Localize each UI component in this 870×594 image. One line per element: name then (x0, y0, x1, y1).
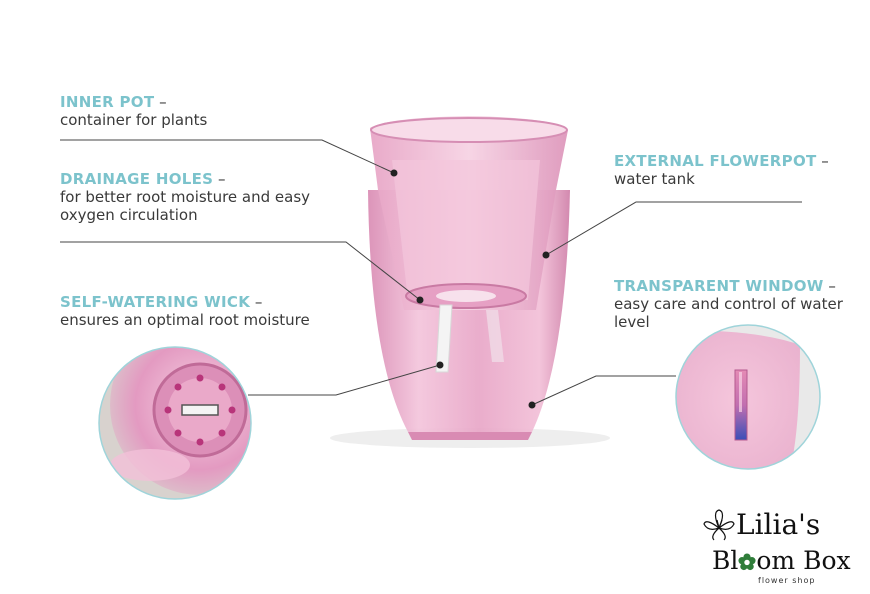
leader-window (532, 376, 676, 405)
label-wick-dash: – (250, 293, 262, 311)
leader-drainage (60, 242, 420, 300)
label-window-desc: easy care and control of water level (614, 295, 844, 331)
label-drainage-desc: for better root moisture and easy oxygen… (60, 188, 330, 224)
label-inner-pot: INNER POT – container for plants (60, 93, 207, 129)
pot-interior (392, 160, 540, 300)
label-external-flowerpot: EXTERNAL FLOWERPOT – water tank (614, 152, 829, 188)
label-self-watering-wick: SELF-WATERING WICK – ensures an optimal … (60, 293, 310, 329)
window-zoom-inset (670, 320, 830, 480)
label-external-desc: water tank (614, 170, 829, 188)
label-inner-pot-desc: container for plants (60, 111, 207, 129)
label-drainage-dash: – (213, 170, 225, 188)
label-external-title: EXTERNAL FLOWERPOT (614, 152, 817, 170)
label-inner-pot-dash: – (154, 93, 166, 111)
label-window-dash: – (824, 277, 836, 295)
inner-pot-rim (371, 118, 567, 142)
label-external-dash: – (817, 152, 829, 170)
label-drainage-holes: DRAINAGE HOLES – for better root moistur… (60, 170, 330, 224)
drainage-hole (436, 290, 496, 302)
wick-slot (182, 405, 218, 415)
logo-line-2-pre: Bl (712, 546, 738, 575)
label-window-title: TRANSPARENT WINDOW (614, 277, 824, 295)
lily-flower-icon (702, 508, 736, 542)
leader-external (546, 202, 802, 255)
label-wick-desc: ensures an optimal root moisture (60, 311, 310, 329)
logo-line-1: Lilia's (736, 508, 820, 541)
shop-logo: Lilia's Bl om Box flower shop (700, 508, 865, 588)
logo-tagline: flower shop (758, 576, 815, 585)
label-drainage-title: DRAINAGE HOLES (60, 170, 213, 188)
flower-o-icon (738, 553, 756, 571)
label-inner-pot-title: INNER POT (60, 93, 154, 111)
leader-inner-pot (60, 140, 394, 173)
logo-line-2: Bl om Box (712, 546, 851, 575)
wick-zoom-inset (95, 315, 290, 505)
label-wick-title: SELF-WATERING WICK (60, 293, 250, 311)
pot-base (408, 432, 532, 440)
logo-line-2-post: om Box (756, 546, 850, 575)
label-transparent-window: TRANSPARENT WINDOW – easy care and contr… (614, 277, 844, 331)
